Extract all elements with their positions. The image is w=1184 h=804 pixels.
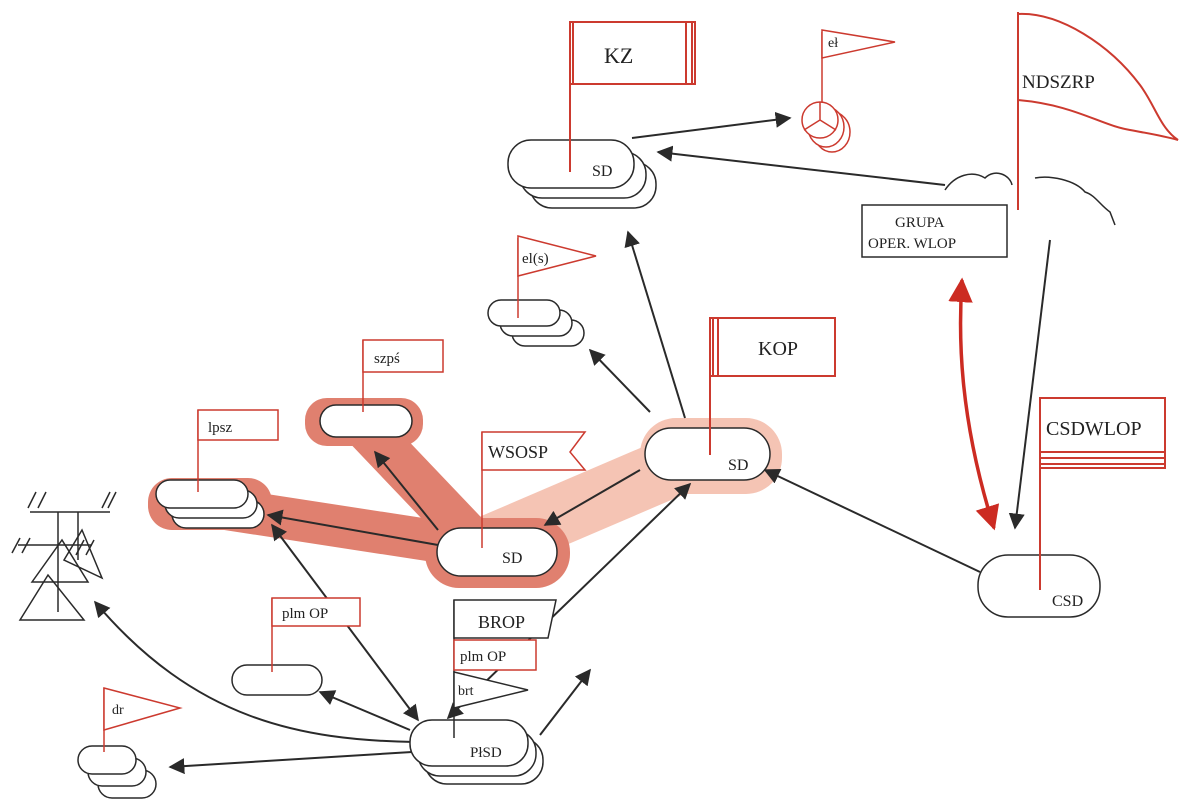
label-plsd: PłSD xyxy=(470,745,502,761)
arrow-sd-mid-to-sd-top xyxy=(624,230,686,419)
flag-wsosp xyxy=(481,431,587,548)
label-csd: CSD xyxy=(1052,593,1083,610)
flag-szps xyxy=(362,339,444,412)
arrow-grupa-to-csd xyxy=(1008,239,1051,530)
arrow-plsd-to-sd-low xyxy=(539,668,591,736)
connectors xyxy=(93,111,1051,775)
node-sd-low xyxy=(436,527,558,577)
node-els xyxy=(487,299,585,347)
label-brt: brt xyxy=(458,684,474,699)
grupa-box xyxy=(861,204,1008,258)
arrow-plsd-to-dr xyxy=(168,751,413,775)
label-plm-op-standalone: plm OP xyxy=(282,606,328,622)
label-kz: KZ xyxy=(604,43,633,68)
flag-csdwlop xyxy=(1039,397,1166,590)
label-sd-top: SD xyxy=(592,163,612,180)
cloud-outline xyxy=(944,172,1116,226)
flag-dr xyxy=(103,687,183,752)
node-plsd xyxy=(409,719,544,785)
label-szps: szpś xyxy=(374,351,400,367)
node-plm xyxy=(231,664,323,696)
label-el: eł xyxy=(828,36,838,51)
arrow-plsd-to-antenna xyxy=(93,600,416,743)
arrow-csd-to-sd-mid xyxy=(763,468,981,573)
arrow-sd-mid-to-els xyxy=(588,348,651,413)
radar-icon xyxy=(801,101,851,153)
label-sd-mid: SD xyxy=(728,457,748,474)
flag-brop-stack xyxy=(453,599,557,738)
node-sd-mid xyxy=(644,427,771,481)
label-csdwlop: CSDWLOP xyxy=(1046,418,1142,440)
label-ndszrp: NDSZRP xyxy=(1022,72,1095,93)
flag-plm-op xyxy=(271,597,361,672)
label-plm-op-brop: plm OP xyxy=(460,649,506,665)
red-double-arrow xyxy=(948,277,1000,531)
arrow-sd-low-to-szps xyxy=(373,450,439,531)
label-grupa-2: OPER. WLOP xyxy=(868,236,956,252)
label-els: el(s) xyxy=(522,251,549,267)
flag-els xyxy=(517,235,597,318)
flag-kz xyxy=(569,21,696,172)
label-kop: KOP xyxy=(758,338,798,360)
node-sd-top xyxy=(507,139,657,209)
label-dr: dr xyxy=(112,703,124,718)
flag-ndszrp xyxy=(1017,12,1179,210)
label-sd-low: SD xyxy=(502,550,522,567)
label-brop: BROP xyxy=(478,612,525,632)
flag-kop xyxy=(709,317,836,455)
label-wsosp: WSOSP xyxy=(488,442,548,462)
arrow-plsd-to-plm xyxy=(318,690,411,731)
label-lpsz: lpsz xyxy=(208,420,233,436)
arrow-sd-top-to-el xyxy=(631,111,792,139)
flag-lpsz xyxy=(197,409,279,492)
arrow-plsd-to-sd-mid xyxy=(446,482,692,720)
label-grupa-1: GRUPA xyxy=(895,215,945,231)
node-lpsz xyxy=(155,479,265,529)
node-dr xyxy=(77,745,157,799)
flag-el xyxy=(821,29,896,102)
node-szps xyxy=(319,404,413,438)
antenna-icon xyxy=(11,491,117,621)
arrow-grupa-to-sd-top xyxy=(656,145,946,186)
